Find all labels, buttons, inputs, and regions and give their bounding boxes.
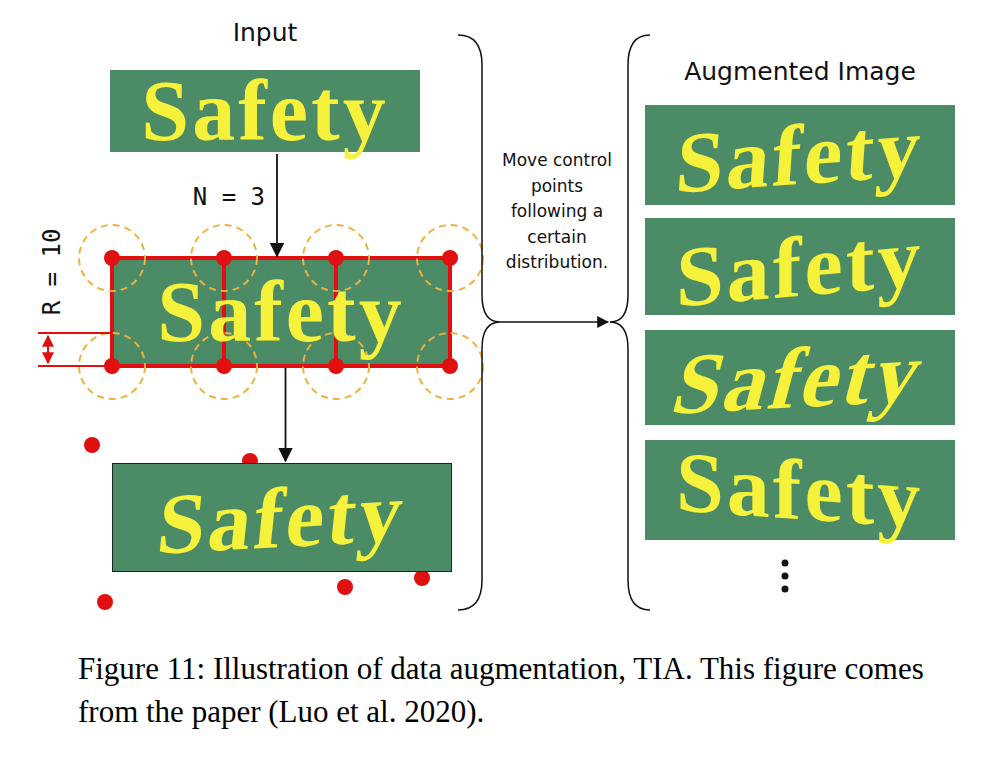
flow-arrow — [276, 154, 278, 256]
radius-label: R = 10 — [38, 229, 66, 316]
radius-dimension — [38, 333, 112, 366]
text-image-box: Safety — [645, 440, 955, 540]
text-image-box: Safety — [645, 330, 955, 425]
text-image-box: Safety — [112, 258, 450, 366]
scene-text: Safety — [141, 68, 388, 154]
scene-text: Safety — [154, 468, 410, 567]
figure-caption: Figure 11: Illustration of data augmenta… — [78, 648, 928, 734]
flow-arrow — [285, 368, 287, 461]
step-note: Move control points following a certain … — [490, 148, 624, 276]
scene-text: Safety — [676, 438, 923, 541]
text-image-box: Safety — [645, 218, 955, 315]
flow-arrow — [500, 321, 608, 323]
scene-text: Safety — [676, 213, 923, 321]
text-image-box: InputSafety — [110, 70, 420, 152]
scene-text: Safety — [157, 269, 404, 355]
panel-heading: Augmented Image — [684, 57, 916, 86]
text-image-box: Safety — [112, 463, 452, 572]
right-brace — [610, 35, 650, 610]
text-image-box: Augmented ImageSafety — [645, 105, 955, 205]
scene-text: Safety — [665, 327, 935, 427]
left-brace — [458, 35, 500, 610]
more-dots — [782, 560, 789, 593]
control-grid — [79, 225, 483, 399]
scene-text: Safety — [674, 103, 927, 207]
edge-label: N = 3 — [193, 183, 265, 211]
panel-heading: Input — [233, 18, 298, 47]
